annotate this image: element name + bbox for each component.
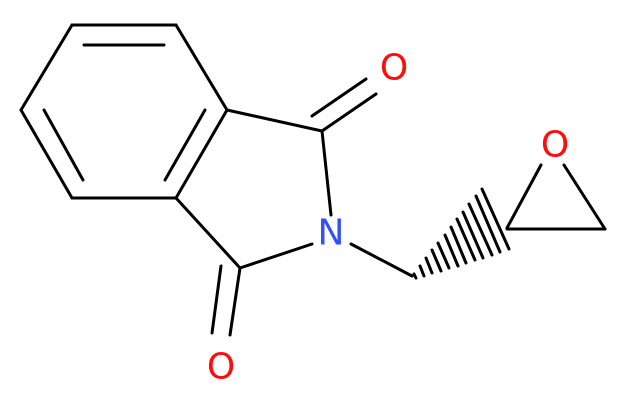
epoxide-ring [505, 163, 607, 231]
bond-c3-o-a [228, 266, 242, 337]
bond-ring-2 [174, 23, 229, 112]
bond-c1-o-a [320, 92, 378, 133]
bond-c3-c3a [174, 196, 242, 270]
bond-ring-3-inner [163, 108, 207, 182]
bond-c3-o-b [210, 264, 223, 335]
imide-ring [174, 108, 333, 270]
glycidyl-chain [349, 187, 511, 280]
bond-ring-5 [19, 108, 74, 200]
bond-o-ch2 [562, 163, 607, 231]
atom-o-epoxide: O [541, 125, 569, 166]
bond-n-c3 [238, 242, 314, 270]
carbonyl-bonds [210, 77, 378, 337]
bond-c7a-c1 [225, 108, 324, 133]
atom-n-imide: N [318, 213, 345, 254]
bond-ring-3 [174, 108, 229, 200]
bond-c1-n [320, 129, 333, 217]
bond-ring-6 [19, 23, 74, 112]
bond-c1-o-b [310, 77, 368, 118]
bond-ring-5-inner [42, 108, 85, 182]
bond-ch-o [505, 163, 543, 230]
atom-o-carbonyl-top: O [380, 48, 408, 89]
hashed-wedge-bond [412, 187, 511, 280]
bond-n-ch2 [349, 242, 414, 278]
atom-o-carbonyl-bottom: O [207, 347, 235, 388]
atom-labels: O N O O [207, 48, 569, 388]
benzene-ring [19, 23, 229, 200]
